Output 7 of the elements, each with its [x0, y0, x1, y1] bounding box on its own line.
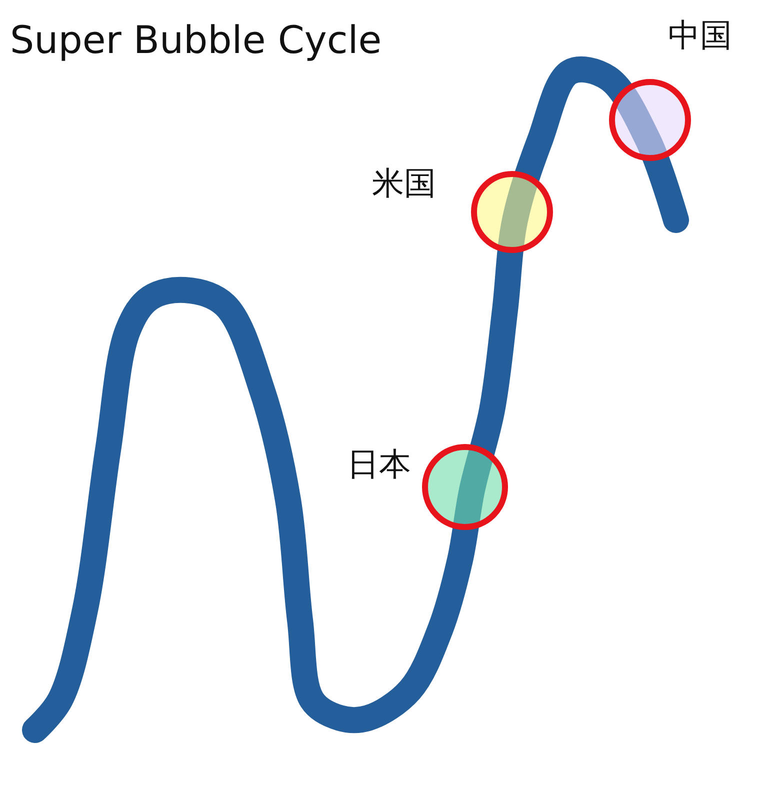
country-label: 日本	[347, 444, 411, 485]
bubble-marker	[421, 443, 509, 531]
country-label: 米国	[372, 163, 436, 204]
country-label: 中国	[668, 15, 732, 56]
bubble-marker	[608, 78, 692, 162]
title: Super Bubble Cycle	[10, 18, 382, 62]
bubble-marker	[470, 170, 554, 254]
